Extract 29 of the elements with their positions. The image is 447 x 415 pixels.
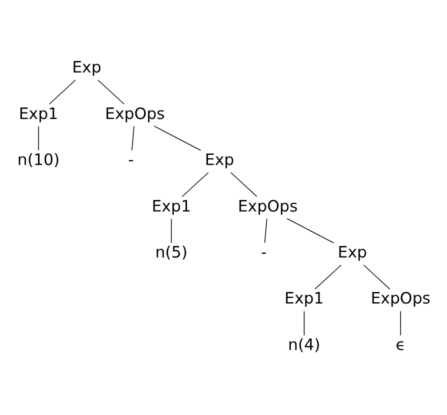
node-text: Exp: [204, 150, 234, 169]
connector: [98, 80, 125, 104]
node-text: ExpOps: [238, 196, 298, 216]
connector: [154, 126, 202, 151]
node-text: Exp: [72, 58, 102, 76]
connector: [286, 218, 334, 244]
connector: [230, 172, 258, 197]
node-text: n(5): [155, 242, 188, 262]
node-text: Exp1: [152, 196, 191, 216]
connector: [304, 310, 305, 336]
connector: [264, 218, 268, 244]
node-text: Exp1: [18, 104, 58, 123]
node-text: ExpOps: [105, 104, 165, 123]
connector: [182, 172, 209, 197]
connector: [314, 264, 342, 290]
node-text: ϵ: [396, 334, 406, 354]
node-text: n(10): [17, 150, 60, 169]
node-text: Exp: [338, 242, 368, 262]
node-text: Exp1: [284, 288, 324, 308]
node-text: -: [261, 242, 267, 262]
connector: [170, 218, 172, 244]
connector: [400, 310, 401, 336]
node-text: -: [128, 150, 134, 169]
connector: [48, 80, 76, 104]
connector: [363, 264, 390, 290]
node-text: ExpOps: [370, 288, 431, 308]
node-text: n(4): [288, 334, 320, 354]
connector: [132, 126, 134, 151]
connector: [38, 126, 39, 151]
